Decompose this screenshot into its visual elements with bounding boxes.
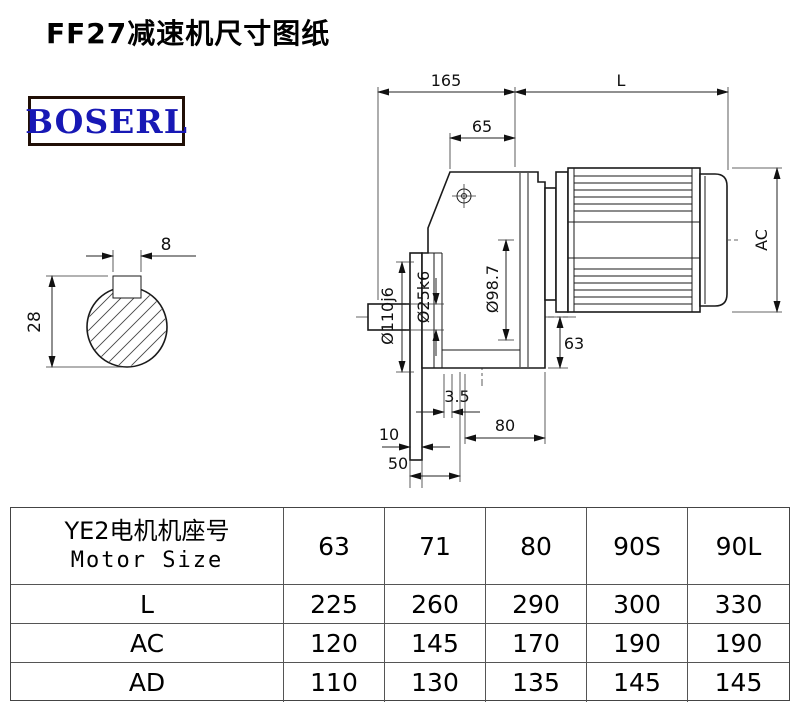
dim-section-height-label: 28 xyxy=(25,311,45,333)
table-header-size-90l: 90L xyxy=(688,508,789,585)
table-cell: 190 xyxy=(587,624,688,663)
table-header-motor-size: YE2电机机座号 Motor Size xyxy=(11,508,284,585)
fan-cover xyxy=(699,173,728,307)
dimension-drawing: 8 28 xyxy=(25,71,782,488)
motor-adapter xyxy=(544,187,557,301)
motor-fins xyxy=(568,175,700,305)
table-header-cn: YE2电机机座号 xyxy=(64,517,230,546)
table-cell: 225 xyxy=(284,585,385,624)
table-header-size-90s: 90S xyxy=(587,508,688,585)
shaft-end-view: 8 28 xyxy=(25,235,196,368)
table-header-size-63: 63 xyxy=(284,508,385,585)
brand-logo: BOSERL xyxy=(25,96,188,146)
table-cell: 145 xyxy=(714,668,763,697)
table-cell: 145 xyxy=(587,663,688,702)
table-cell: 110 xyxy=(284,663,385,702)
table-header-size-71: 71 xyxy=(385,508,486,585)
gearbox-housing xyxy=(421,171,546,369)
table-cell: 120 xyxy=(284,624,385,663)
dim-bore-dia-label: Ø98.7 xyxy=(483,265,502,313)
table-cell: 145 xyxy=(385,624,486,663)
keyway-slot xyxy=(112,275,142,299)
dim-L-label: L xyxy=(617,71,626,90)
table-cell: 190 xyxy=(688,624,789,663)
page-title: FF27减速机尺寸图纸 xyxy=(46,17,331,50)
dim-3-5-label: 3.5 xyxy=(444,387,469,406)
motor-body xyxy=(567,167,701,313)
dim-165-label: 165 xyxy=(431,71,462,90)
dim-AC-label: AC xyxy=(752,229,771,251)
dim-shaft-dia-label: Ø25k6 xyxy=(414,271,433,323)
motor-flange xyxy=(555,171,569,313)
table-header-size-80: 80 xyxy=(486,508,587,585)
shaft-section-circle xyxy=(86,286,168,368)
dim-65-label: 65 xyxy=(472,117,492,136)
gearmotor-side-view: 165 L 65 AC Ø110j6 Ø25k6 Ø98.7 63 xyxy=(356,71,782,488)
row-label-L: L xyxy=(11,585,284,624)
table-cell: 170 xyxy=(486,624,587,663)
row-label-AD: AD xyxy=(11,663,284,702)
dim-80-label: 80 xyxy=(495,416,515,435)
table-cell: 290 xyxy=(486,585,587,624)
dim-keyway-width-label: 8 xyxy=(161,235,172,255)
table-cell: 300 xyxy=(587,585,688,624)
dim-50-label: 50 xyxy=(388,454,408,473)
dim-10-label: 10 xyxy=(379,425,399,444)
motor-dimension-table: YE2电机机座号 Motor Size 63 71 80 90S 90L L 2… xyxy=(10,507,790,702)
row-label-AC: AC xyxy=(11,624,284,663)
table-cell: 130 xyxy=(385,663,486,702)
brand-logo-text: BOSERL xyxy=(25,101,188,141)
table-header-en: Motor Size xyxy=(70,548,224,574)
table-cell: 260 xyxy=(385,585,486,624)
dim-flange-dia-label: Ø110j6 xyxy=(378,287,397,345)
table-cell: 330 xyxy=(688,585,789,624)
dim-63-label: 63 xyxy=(564,334,584,353)
table-cell: 135 xyxy=(486,663,587,702)
